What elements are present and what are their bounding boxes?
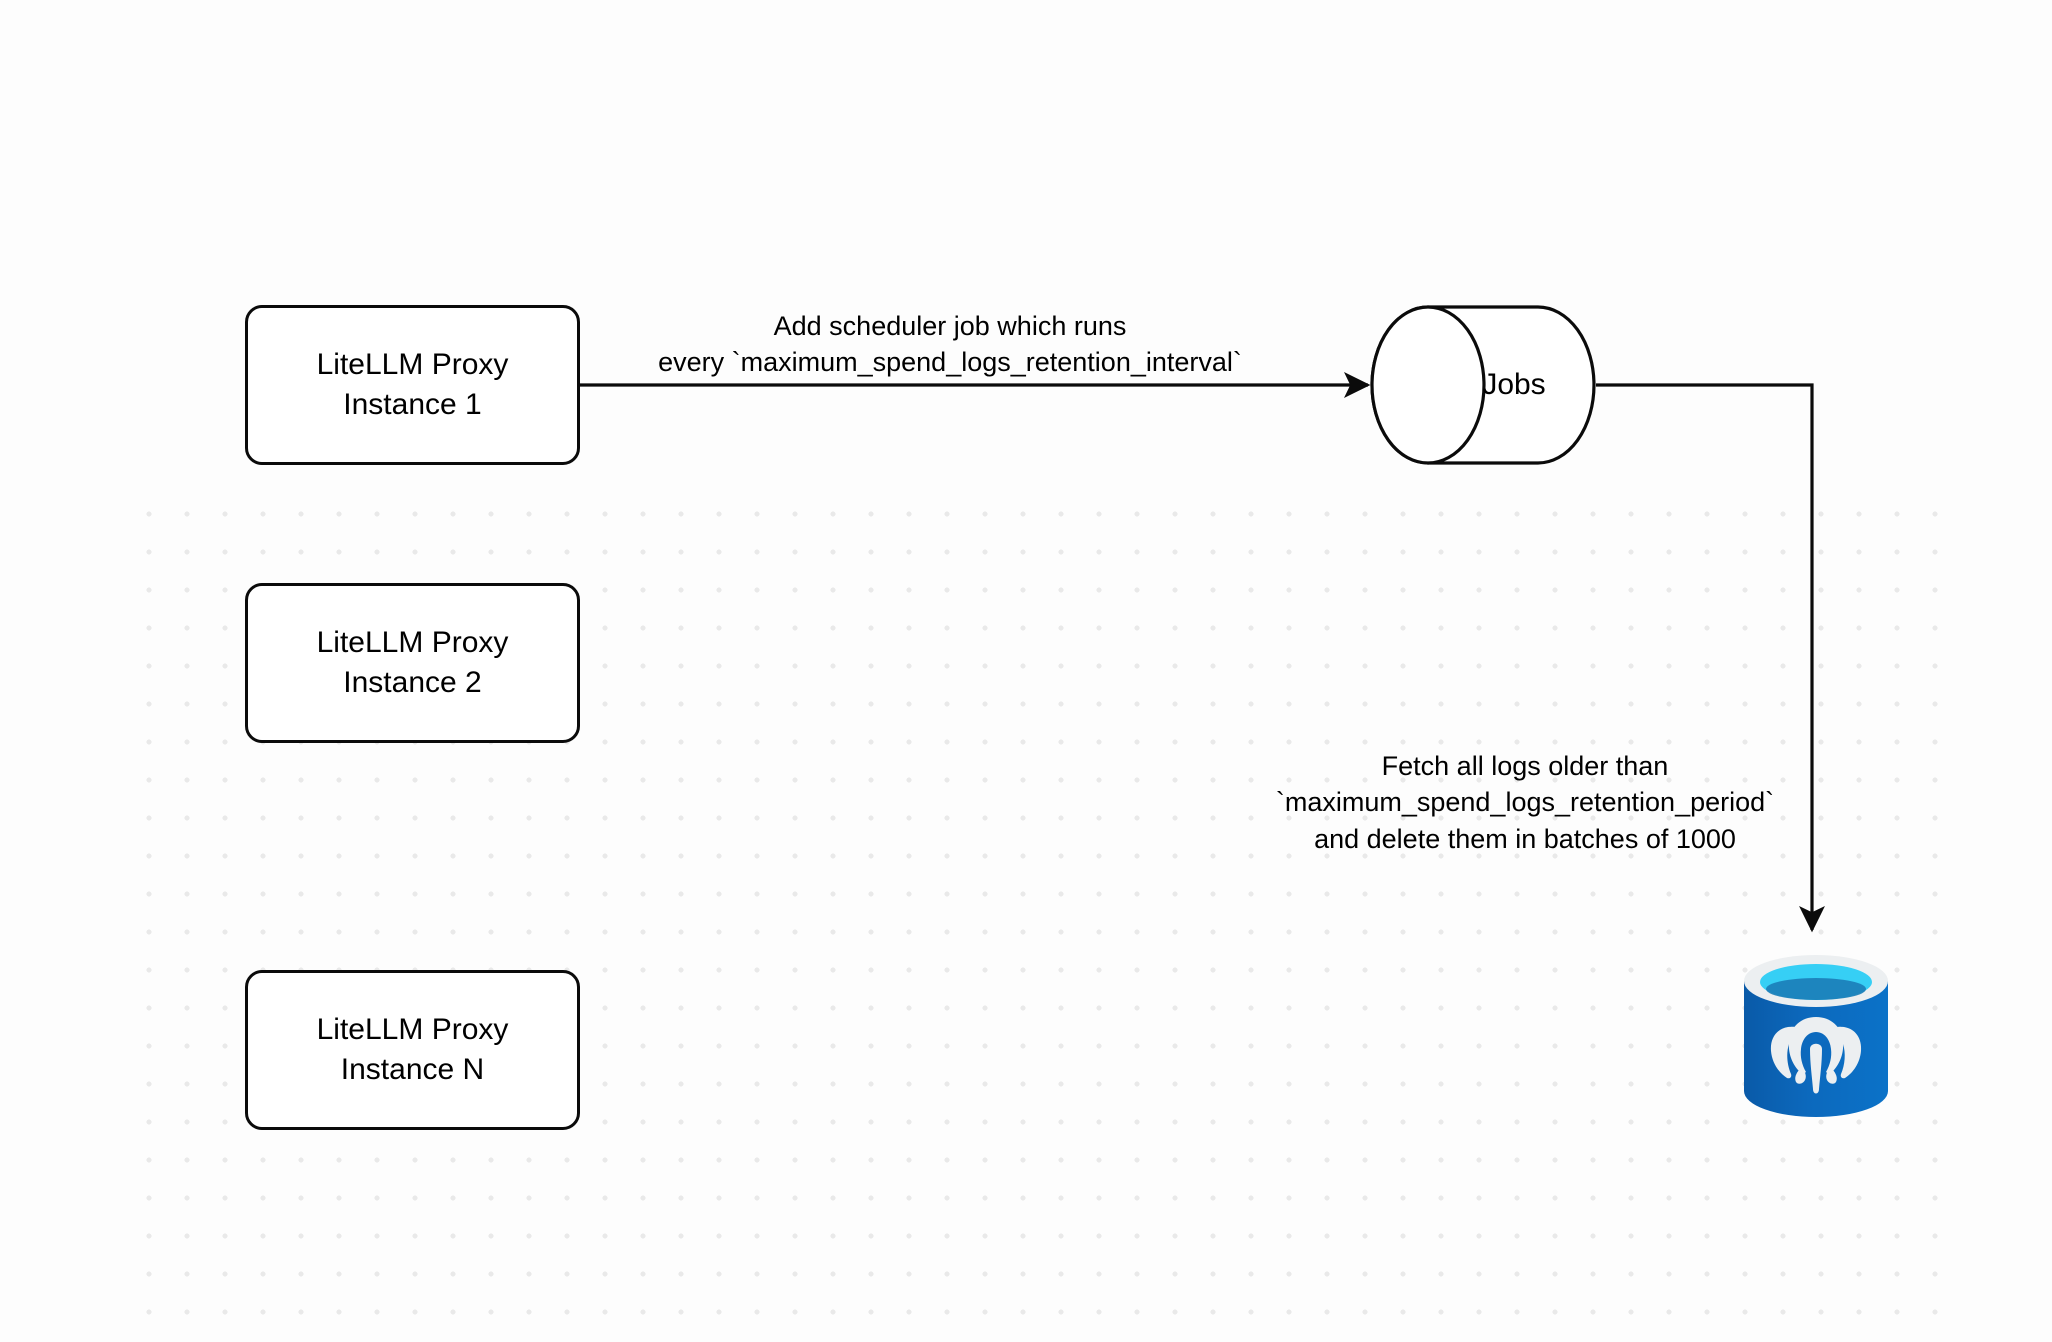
node-litellm-proxy-instance-2[interactable]: LiteLLM Proxy Instance 2	[245, 583, 580, 743]
node-litellm-proxy-instance-1[interactable]: LiteLLM Proxy Instance 1	[245, 305, 580, 465]
edge-label-line-2: `maximum_spend_logs_retention_period`	[1275, 787, 1775, 818]
edge-label-line-1-highlight: Add scheduler	[773, 311, 947, 341]
edge-jobs-to-database	[1596, 383, 1825, 933]
edge-label-line-1-rest: job which runs	[946, 311, 1127, 341]
edge-label-fetch-delete: Fetch all logs older than `maximum_spend…	[1235, 748, 1815, 857]
edge-label-line-1-highlight: Fetch all logs older than	[1381, 751, 1669, 781]
elephant-glyph	[1770, 1017, 1862, 1094]
node-label-line1: LiteLLM Proxy	[316, 1012, 509, 1046]
node-jobs-queue[interactable]: Jobs	[1370, 305, 1596, 465]
node-label-line2: Instance N	[340, 1053, 485, 1086]
edge-label-line-3: and delete them in batches of 1000	[1314, 823, 1736, 854]
edge-label-line-2: every `maximum_spend_logs_retention_inte…	[658, 347, 1242, 378]
node-label-line1: LiteLLM Proxy	[316, 625, 509, 659]
node-label-line2: Instance 2	[343, 666, 482, 699]
cylinder-shape	[1370, 305, 1596, 465]
database-inner-shadow	[1766, 978, 1866, 1000]
node-postgres-database[interactable]	[1740, 945, 1892, 1125]
edge-label-scheduler-job: Add scheduler job which runs every `maxi…	[600, 308, 1300, 381]
node-label-line1: LiteLLM Proxy	[316, 347, 509, 381]
node-label-line2: Instance 1	[343, 388, 482, 421]
node-litellm-proxy-instance-n[interactable]: LiteLLM Proxy Instance N	[245, 970, 580, 1130]
node-jobs-label: Jobs	[1482, 368, 1546, 401]
edge-label-line-1: Fetch all logs older than	[1235, 748, 1815, 784]
postgresql-icon	[1744, 955, 1888, 1117]
edge-label-line-1: Add scheduler job which runs	[600, 308, 1300, 344]
